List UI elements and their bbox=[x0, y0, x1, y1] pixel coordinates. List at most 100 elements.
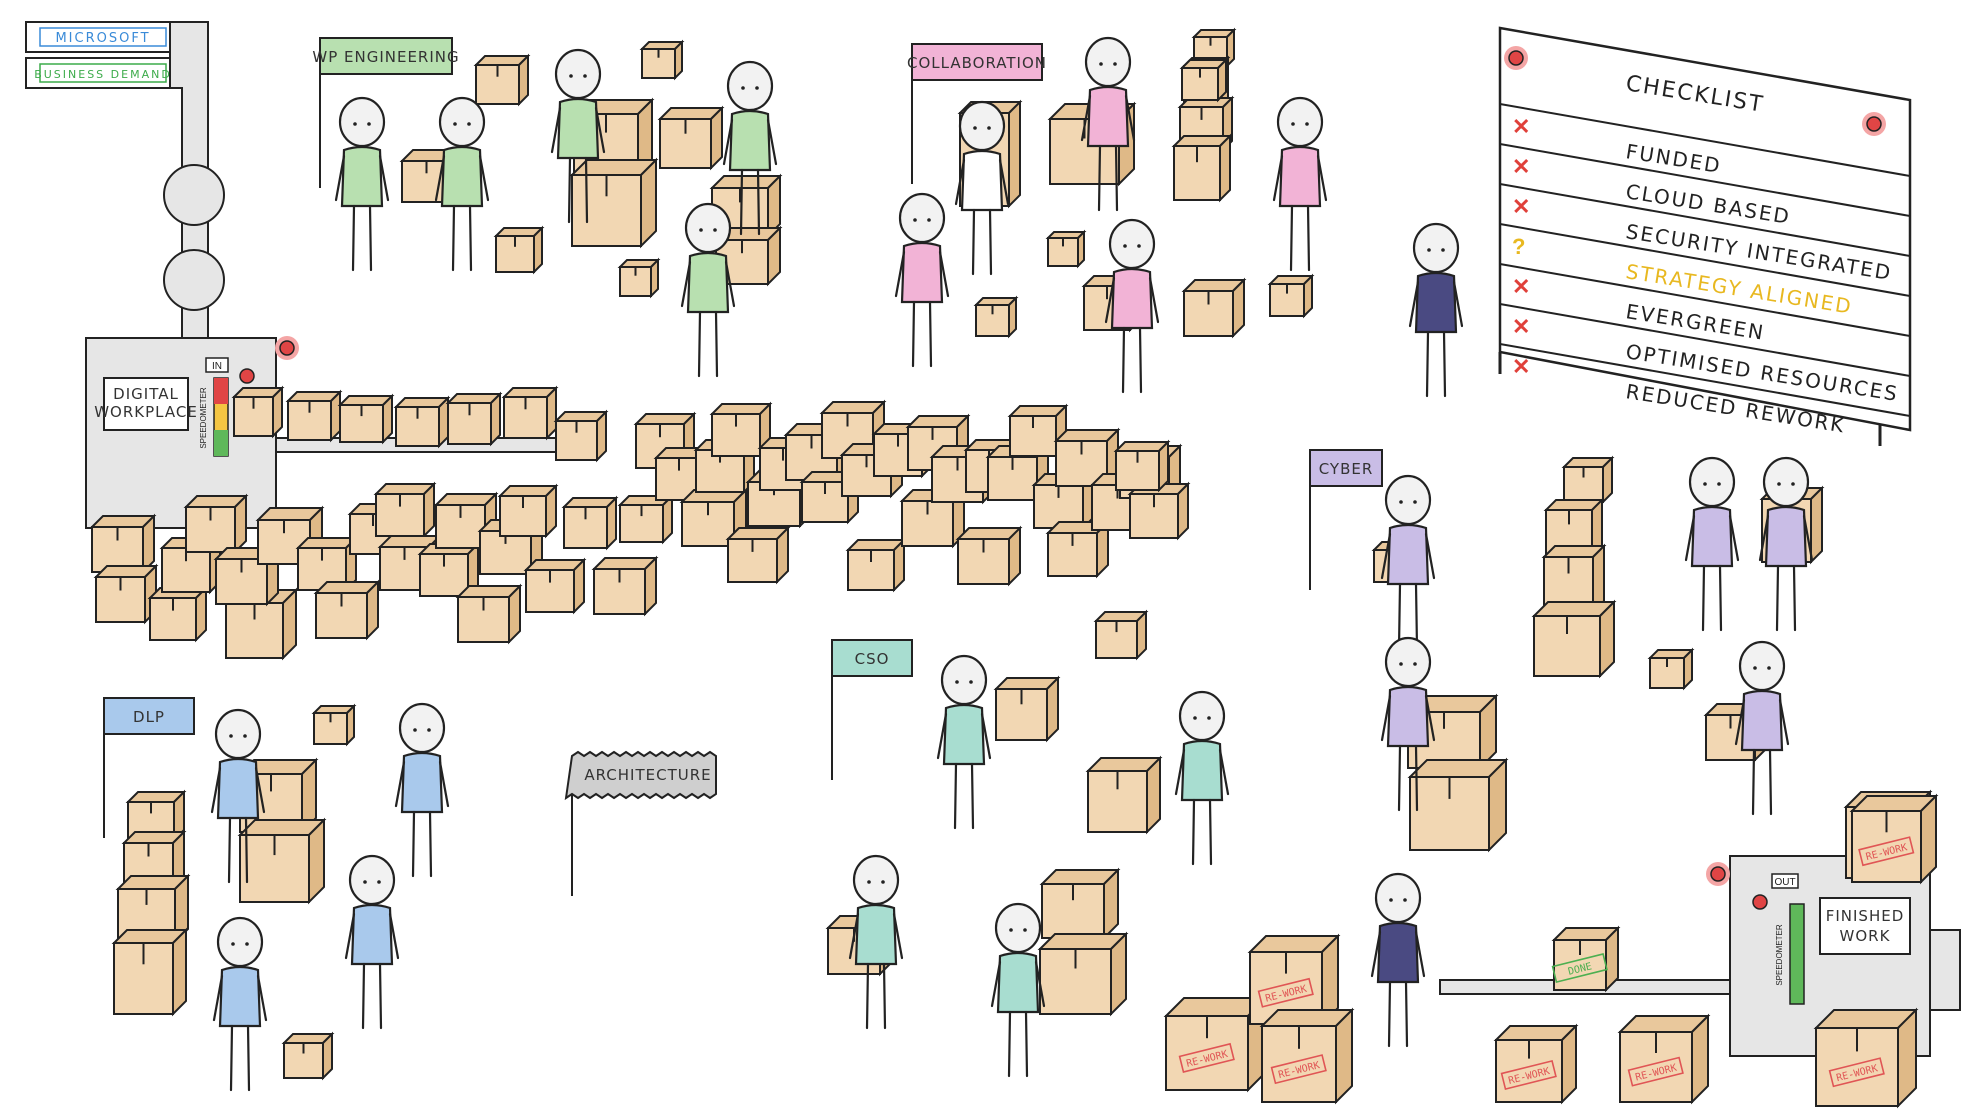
person-eye bbox=[987, 126, 991, 130]
box-side bbox=[330, 389, 341, 443]
person-leg bbox=[1775, 564, 1780, 632]
person-shirt bbox=[1376, 921, 1420, 984]
person-eye bbox=[881, 880, 885, 884]
person-leg bbox=[378, 962, 383, 1030]
person-leg bbox=[1768, 748, 1773, 816]
box-side bbox=[893, 537, 905, 593]
checklist-row-divider bbox=[1499, 223, 1911, 297]
person-eye bbox=[1413, 500, 1417, 504]
cardboard-box bbox=[1053, 427, 1121, 489]
flag-label: ARCHITECTURE bbox=[584, 766, 711, 784]
box-side bbox=[1136, 609, 1147, 661]
person-eye bbox=[229, 734, 233, 738]
input-alarm-light bbox=[279, 340, 295, 356]
person-eye bbox=[1305, 122, 1309, 126]
box-side bbox=[490, 391, 501, 447]
flag-banner bbox=[831, 639, 913, 677]
person-arm bbox=[1272, 154, 1284, 202]
flag-dlp: DLP bbox=[103, 697, 195, 838]
cardboard-box bbox=[111, 927, 189, 1017]
person-leg bbox=[988, 208, 993, 276]
person-eye bbox=[243, 734, 247, 738]
person bbox=[1104, 218, 1160, 394]
person-arm bbox=[434, 154, 446, 202]
person-eye bbox=[955, 680, 959, 684]
person-arm bbox=[998, 158, 1010, 206]
person-leg bbox=[1397, 744, 1402, 812]
person-arm bbox=[388, 912, 400, 960]
person bbox=[722, 60, 778, 236]
input-tag-box bbox=[205, 357, 229, 373]
person-eye bbox=[1427, 248, 1431, 252]
output-machine-panel bbox=[1819, 897, 1911, 955]
stamp-frame bbox=[1500, 1059, 1557, 1091]
box-side bbox=[640, 157, 657, 249]
microsoft-label: MICROSOFT bbox=[55, 31, 150, 46]
person-eye bbox=[1137, 244, 1141, 248]
person-arm bbox=[1080, 94, 1092, 142]
person-head bbox=[216, 916, 264, 968]
rework-box: RE-WORK bbox=[1493, 1023, 1579, 1105]
output-alarm-light bbox=[1710, 866, 1726, 882]
person-eye bbox=[713, 228, 717, 232]
person-leg bbox=[1792, 564, 1797, 632]
person-shirt bbox=[1740, 689, 1784, 752]
cardboard-box bbox=[285, 389, 343, 443]
person-leg bbox=[1397, 582, 1402, 650]
pipe-valve-2 bbox=[163, 249, 225, 311]
person-arm bbox=[1124, 94, 1136, 142]
person-eye bbox=[1753, 666, 1757, 670]
box-side bbox=[596, 409, 607, 463]
person bbox=[1684, 456, 1740, 632]
person-shirt bbox=[400, 751, 444, 814]
person-eye bbox=[1193, 716, 1197, 720]
person bbox=[550, 48, 606, 224]
people bbox=[210, 36, 1814, 1092]
box-side bbox=[662, 493, 673, 545]
person-shirt bbox=[1386, 685, 1430, 748]
person-head bbox=[1384, 474, 1432, 526]
box-side bbox=[546, 385, 557, 441]
person-eye bbox=[1399, 500, 1403, 504]
person-arm bbox=[990, 960, 1002, 1008]
person-eye bbox=[1099, 62, 1103, 66]
output-alarm-light-2 bbox=[1752, 894, 1768, 910]
person-shirt bbox=[1414, 271, 1458, 334]
input-machine-panel bbox=[103, 377, 189, 431]
checklist-row-divider bbox=[1499, 303, 1911, 377]
person-head bbox=[940, 654, 988, 706]
person-head bbox=[1384, 636, 1432, 688]
box-side bbox=[644, 555, 657, 617]
person bbox=[344, 854, 400, 1030]
person-shirt bbox=[1110, 267, 1154, 330]
person-leg bbox=[1121, 326, 1126, 394]
box-side bbox=[438, 395, 449, 449]
person-shirt bbox=[1180, 739, 1224, 802]
cardboard-box bbox=[497, 483, 559, 539]
person-head bbox=[1374, 872, 1422, 924]
person-leg bbox=[1114, 144, 1119, 212]
cardboard-box bbox=[1561, 455, 1615, 505]
cardboard-box bbox=[1113, 439, 1171, 493]
person-head bbox=[1084, 36, 1132, 88]
done-box: DONE bbox=[1551, 925, 1621, 993]
box-side bbox=[1219, 133, 1231, 203]
person-eye bbox=[741, 86, 745, 90]
person-eye bbox=[363, 880, 367, 884]
person-eye bbox=[699, 228, 703, 232]
business-demand-sign-inner bbox=[39, 63, 167, 83]
person-arm bbox=[1380, 532, 1392, 580]
person-eye bbox=[913, 218, 917, 222]
cardboard-box bbox=[311, 703, 357, 747]
person-eye bbox=[1413, 662, 1417, 666]
person-arm bbox=[848, 912, 860, 960]
person-arm bbox=[1684, 514, 1696, 562]
cardboard-box bbox=[231, 385, 285, 439]
stamp-frame bbox=[1178, 1042, 1235, 1073]
person-arm bbox=[1734, 698, 1746, 746]
person-head bbox=[438, 96, 486, 148]
person-leg bbox=[1138, 326, 1143, 394]
checklist-panel bbox=[1498, 26, 1912, 432]
flag-banner bbox=[319, 37, 453, 75]
person-eye bbox=[973, 126, 977, 130]
